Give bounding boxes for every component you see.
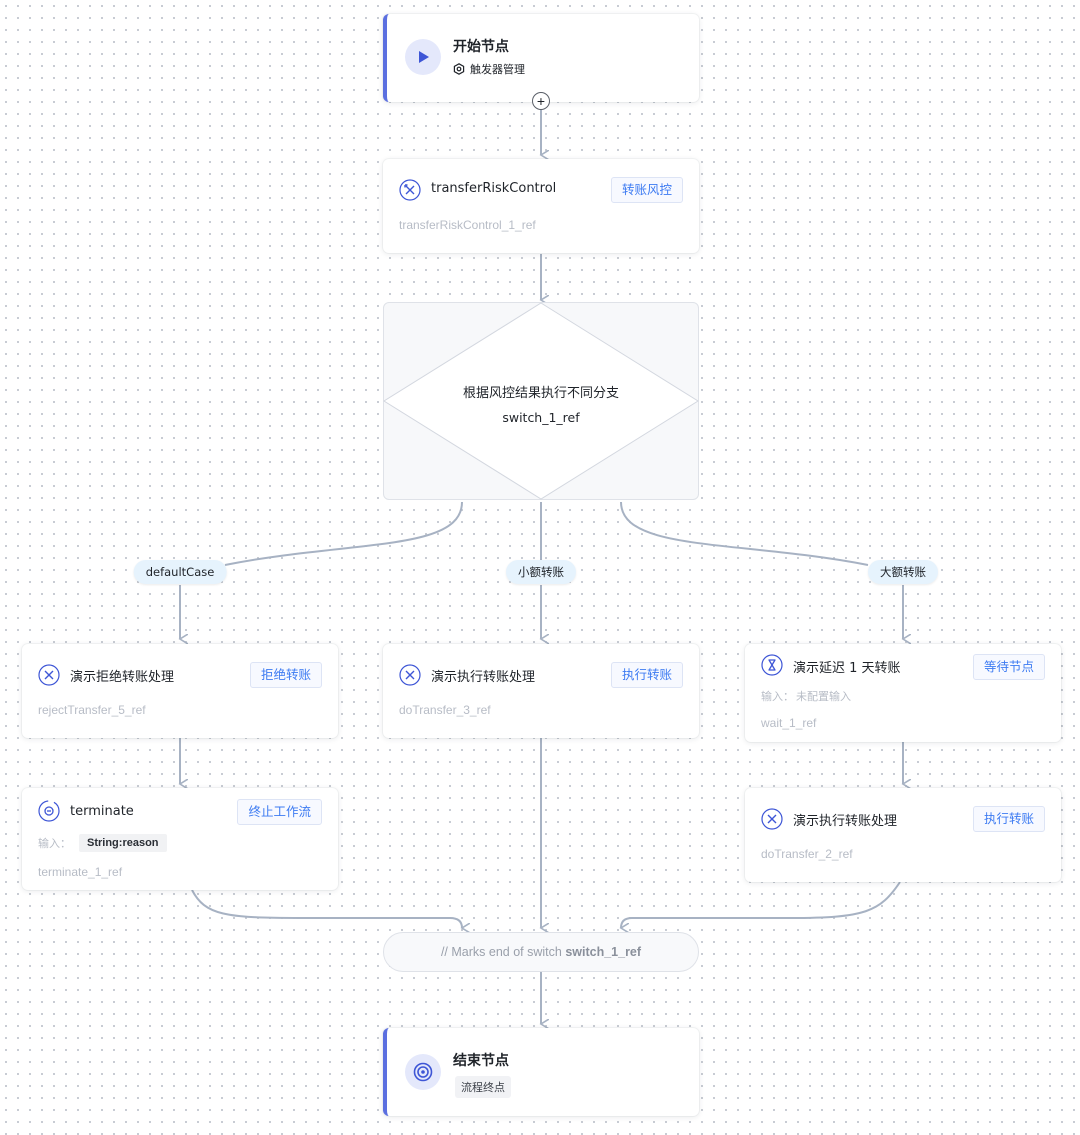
wait-badge: 等待节点 — [972, 654, 1045, 680]
do-transfer-3-title: 演示执行转账处理 — [431, 670, 536, 685]
reject-transfer-title: 演示拒绝转账处理 — [70, 670, 175, 685]
tools-icon — [399, 664, 421, 686]
risk-control-node[interactable]: transferRiskControl 转账风控 transferRiskCon… — [383, 159, 699, 253]
do-transfer-3-node[interactable]: 演示执行转账处理 执行转账 doTransfer_3_ref — [383, 644, 699, 738]
wait-input-value: 未配置输入 — [796, 690, 851, 703]
trigger-manage-link[interactable]: 触发器管理 — [453, 61, 525, 77]
reject-transfer-badge: 拒绝转账 — [249, 662, 322, 688]
terminate-icon — [38, 800, 60, 822]
case-small-label[interactable]: 小额转账 — [506, 560, 576, 584]
wait-title: 演示延迟 1 天转账 — [793, 661, 901, 676]
terminate-node[interactable]: terminate 终止工作流 输入： String:reason termin… — [22, 788, 338, 890]
terminate-input-value: String:reason — [79, 834, 167, 852]
terminate-badge: 终止工作流 — [237, 799, 322, 825]
risk-control-badge: 转账风控 — [610, 177, 683, 203]
wait-ref: wait_1_ref — [761, 716, 817, 730]
wait-node[interactable]: 演示延迟 1 天转账 等待节点 输入： 未配置输入 wait_1_ref — [745, 644, 1061, 742]
target-icon — [405, 1054, 441, 1090]
play-icon — [405, 39, 441, 75]
risk-control-ref: transferRiskControl_1_ref — [399, 218, 536, 232]
wait-input-label: 输入： — [761, 690, 794, 703]
case-large-label[interactable]: 大额转账 — [868, 560, 938, 584]
do-transfer-3-ref: doTransfer_3_ref — [399, 703, 491, 717]
gear-icon — [453, 63, 465, 75]
switch-title: 根据风控结果执行不同分支 — [462, 386, 619, 401]
start-node-title: 开始节点 — [453, 39, 509, 55]
terminate-input: 输入： String:reason — [38, 834, 167, 852]
do-transfer-3-badge: 执行转账 — [610, 662, 683, 688]
trigger-manage-label: 触发器管理 — [470, 63, 525, 76]
switch-node[interactable]: 根据风控结果执行不同分支 switch_1_ref — [383, 302, 699, 500]
join-ref: switch_1_ref — [565, 945, 642, 959]
edge-terminate-join — [191, 889, 462, 928]
terminate-input-label: 输入： — [38, 837, 71, 850]
do-transfer-2-ref: doTransfer_2_ref — [761, 847, 853, 861]
wait-input: 输入： 未配置输入 — [761, 688, 851, 704]
do-transfer-2-title: 演示执行转账处理 — [793, 814, 898, 829]
terminate-title: terminate — [70, 804, 134, 819]
terminate-ref: terminate_1_ref — [38, 865, 123, 879]
switch-ref: switch_1_ref — [502, 410, 580, 425]
edge-switch-default — [224, 501, 463, 566]
tools-icon — [761, 808, 783, 830]
hourglass-icon — [761, 654, 783, 676]
switch-diamond — [383, 302, 699, 500]
reject-transfer-node[interactable]: 演示拒绝转账处理 拒绝转账 rejectTransfer_5_ref — [22, 644, 338, 738]
do-transfer-2-node[interactable]: 演示执行转账处理 执行转账 doTransfer_2_ref — [745, 788, 1061, 882]
add-node-button[interactable]: + — [532, 92, 550, 110]
reject-transfer-ref: rejectTransfer_5_ref — [38, 703, 146, 717]
end-node-title: 结束节点 — [453, 1053, 509, 1069]
end-node[interactable]: 结束节点 流程终点 — [383, 1028, 699, 1116]
case-default-label[interactable]: defaultCase — [133, 560, 227, 584]
do-transfer-2-badge: 执行转账 — [972, 806, 1045, 832]
end-node-subtitle: 流程终点 — [455, 1076, 511, 1098]
edge-do2-join — [621, 881, 901, 928]
plus-icon: + — [536, 93, 546, 109]
tools-icon — [399, 179, 421, 201]
start-node[interactable]: 开始节点 触发器管理 — [383, 14, 699, 102]
risk-control-title: transferRiskControl — [431, 181, 557, 196]
edge-switch-large — [620, 501, 869, 566]
join-prefix: // Marks end of switch — [440, 945, 566, 959]
tools-icon — [38, 664, 60, 686]
switch-join-node[interactable]: // Marks end of switch switch_1_ref — [383, 932, 699, 972]
